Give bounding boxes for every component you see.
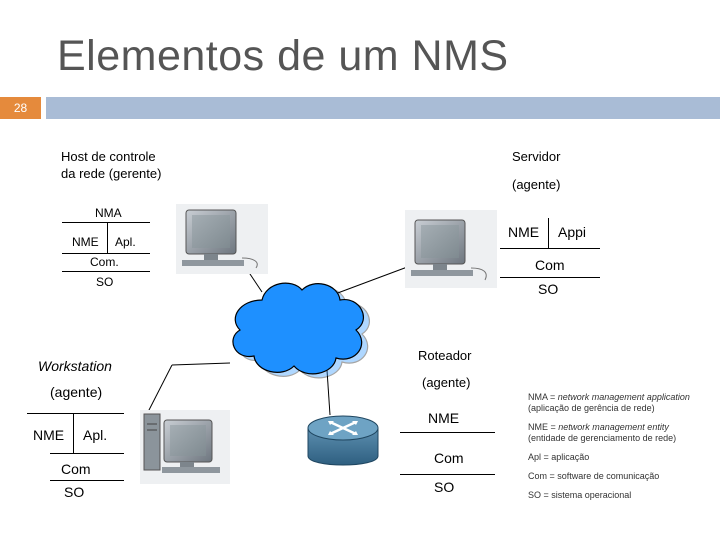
host-com-label: Com. xyxy=(90,255,119,269)
host-title-line1: Host de controle xyxy=(61,149,156,164)
host-apl-label: Apl. xyxy=(115,235,136,249)
workstation-divider-1 xyxy=(27,413,124,414)
router-role: (agente) xyxy=(422,375,470,390)
network-cloud-icon xyxy=(233,283,369,378)
server-title: Servidor xyxy=(512,149,560,164)
host-divider-v xyxy=(107,223,108,253)
legend-item-com: Com = software de comunicação xyxy=(528,471,708,482)
host-so-label: SO xyxy=(96,275,113,289)
legend: NMA = network management application (ap… xyxy=(528,392,708,509)
workstation-divider-3 xyxy=(50,480,124,481)
router-title: Roteador xyxy=(418,348,471,363)
legend-item-nma: NMA = network management application (ap… xyxy=(528,392,708,414)
host-title-line2: da rede (gerente) xyxy=(61,166,161,181)
legend-item-nme: NME = network management entity (entidad… xyxy=(528,422,708,444)
host-divider-2 xyxy=(62,253,150,254)
host-nma-label: NMA xyxy=(95,206,122,220)
server-nme-label: NME xyxy=(508,224,539,240)
router-so-label: SO xyxy=(434,479,454,495)
host-computer-icon xyxy=(176,204,268,274)
workstation-divider-v xyxy=(73,413,74,453)
router-divider-2 xyxy=(400,474,495,475)
legend-item-so: SO = sistema operacional xyxy=(528,490,708,501)
workstation-com-label: Com xyxy=(61,461,91,477)
legend-item-apl: Apl = aplicação xyxy=(528,452,708,463)
server-so-label: SO xyxy=(538,281,558,297)
router-icon xyxy=(308,416,378,465)
router-divider-1 xyxy=(400,432,495,433)
workstation-apl-label: Apl. xyxy=(83,427,107,443)
server-computer-icon xyxy=(405,210,497,288)
workstation-role: (agente) xyxy=(50,384,102,400)
workstation-title: Workstation xyxy=(38,358,112,374)
router-com-label: Com xyxy=(434,450,464,466)
host-divider-3 xyxy=(62,271,150,272)
server-divider-2 xyxy=(500,277,600,278)
workstation-nme-label: NME xyxy=(33,427,64,443)
server-divider-1 xyxy=(500,248,600,249)
workstation-so-label: SO xyxy=(64,484,84,500)
host-nme-label: NME xyxy=(72,235,99,249)
server-role: (agente) xyxy=(512,177,560,192)
server-appl-label: Appi xyxy=(558,224,586,240)
host-divider-1 xyxy=(62,222,150,223)
server-divider-v xyxy=(548,218,549,248)
workstation-computer-icon xyxy=(140,410,230,484)
workstation-divider-2 xyxy=(50,453,124,454)
server-com-label: Com xyxy=(535,257,565,273)
router-nme-label: NME xyxy=(428,410,459,426)
